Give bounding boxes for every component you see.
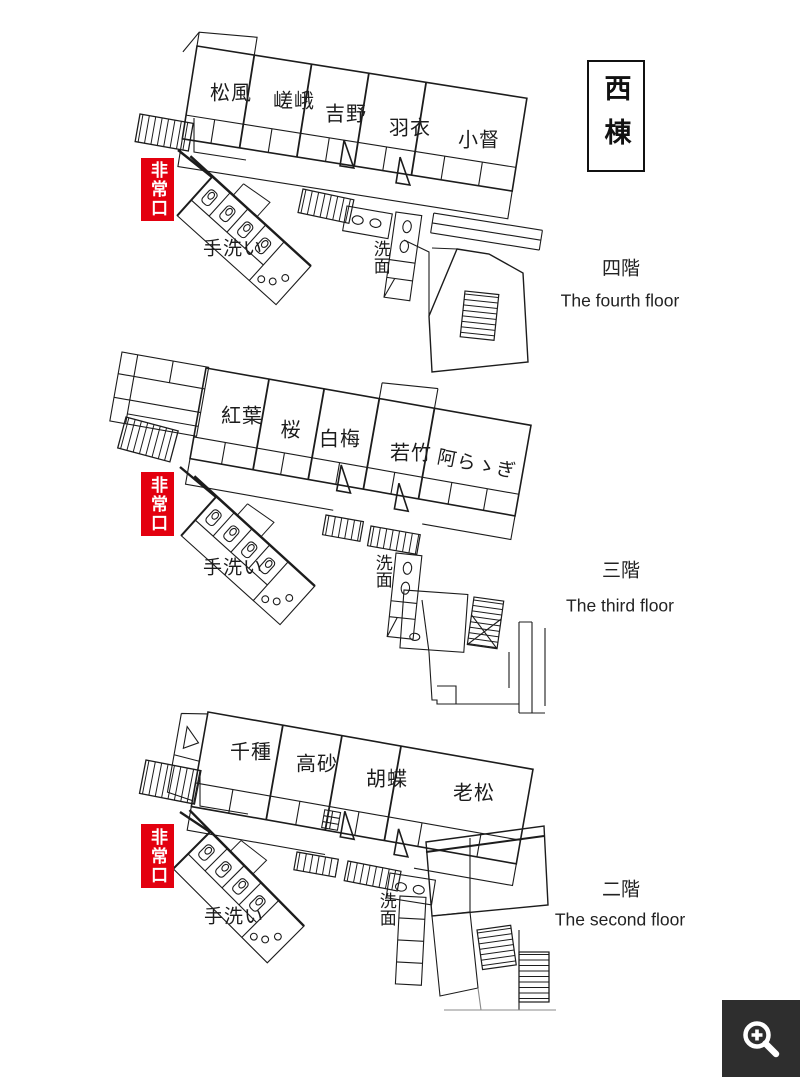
- zoom-in-button[interactable]: [722, 1000, 800, 1077]
- room-label: 松風: [210, 82, 252, 105]
- room-label: 胡蝶: [366, 768, 408, 791]
- wash-basin-label: 洗面: [372, 554, 392, 588]
- room-label: 千種: [230, 741, 272, 764]
- room-label: 小督: [458, 129, 500, 152]
- room-label: 嵯峨: [273, 90, 315, 113]
- emergency-exit-badge: 非常口: [141, 158, 174, 221]
- floor-title-en: The second floor: [554, 909, 686, 930]
- building-name-box: 西棟: [587, 60, 645, 172]
- hand-wash-label: 手洗い: [202, 238, 264, 260]
- floor-title-ja: 三階: [601, 560, 641, 582]
- magnifier-plus-icon: [743, 1020, 780, 1057]
- room-label: 羽衣: [389, 117, 431, 140]
- floor-title-en: The fourth floor: [560, 290, 680, 311]
- room-label: 老松: [453, 782, 495, 805]
- room-label: 白梅: [319, 428, 361, 451]
- emergency-exit-badge: 非常口: [141, 824, 174, 888]
- floor-title-ja: 二階: [601, 879, 641, 901]
- emergency-exit-badge: 非常口: [141, 472, 174, 536]
- floor-2-plan: [138, 711, 556, 1011]
- room-label: 紅葉: [221, 405, 263, 428]
- floor-4-plan: [134, 31, 543, 373]
- floor-3-plan: [109, 351, 546, 714]
- room-label: 高砂: [296, 753, 338, 776]
- wash-basin-label: 洗面: [370, 240, 390, 274]
- floor-title-ja: 四階: [601, 258, 641, 280]
- wash-basin-label: 洗面: [376, 892, 396, 926]
- floor-title-en: The third floor: [566, 595, 674, 616]
- hand-wash-label: 手洗い: [203, 906, 265, 928]
- room-label: 桜: [280, 419, 302, 442]
- room-label: 若竹: [390, 442, 432, 465]
- room-label: 吉野: [325, 103, 367, 126]
- hand-wash-label: 手洗い: [202, 557, 264, 579]
